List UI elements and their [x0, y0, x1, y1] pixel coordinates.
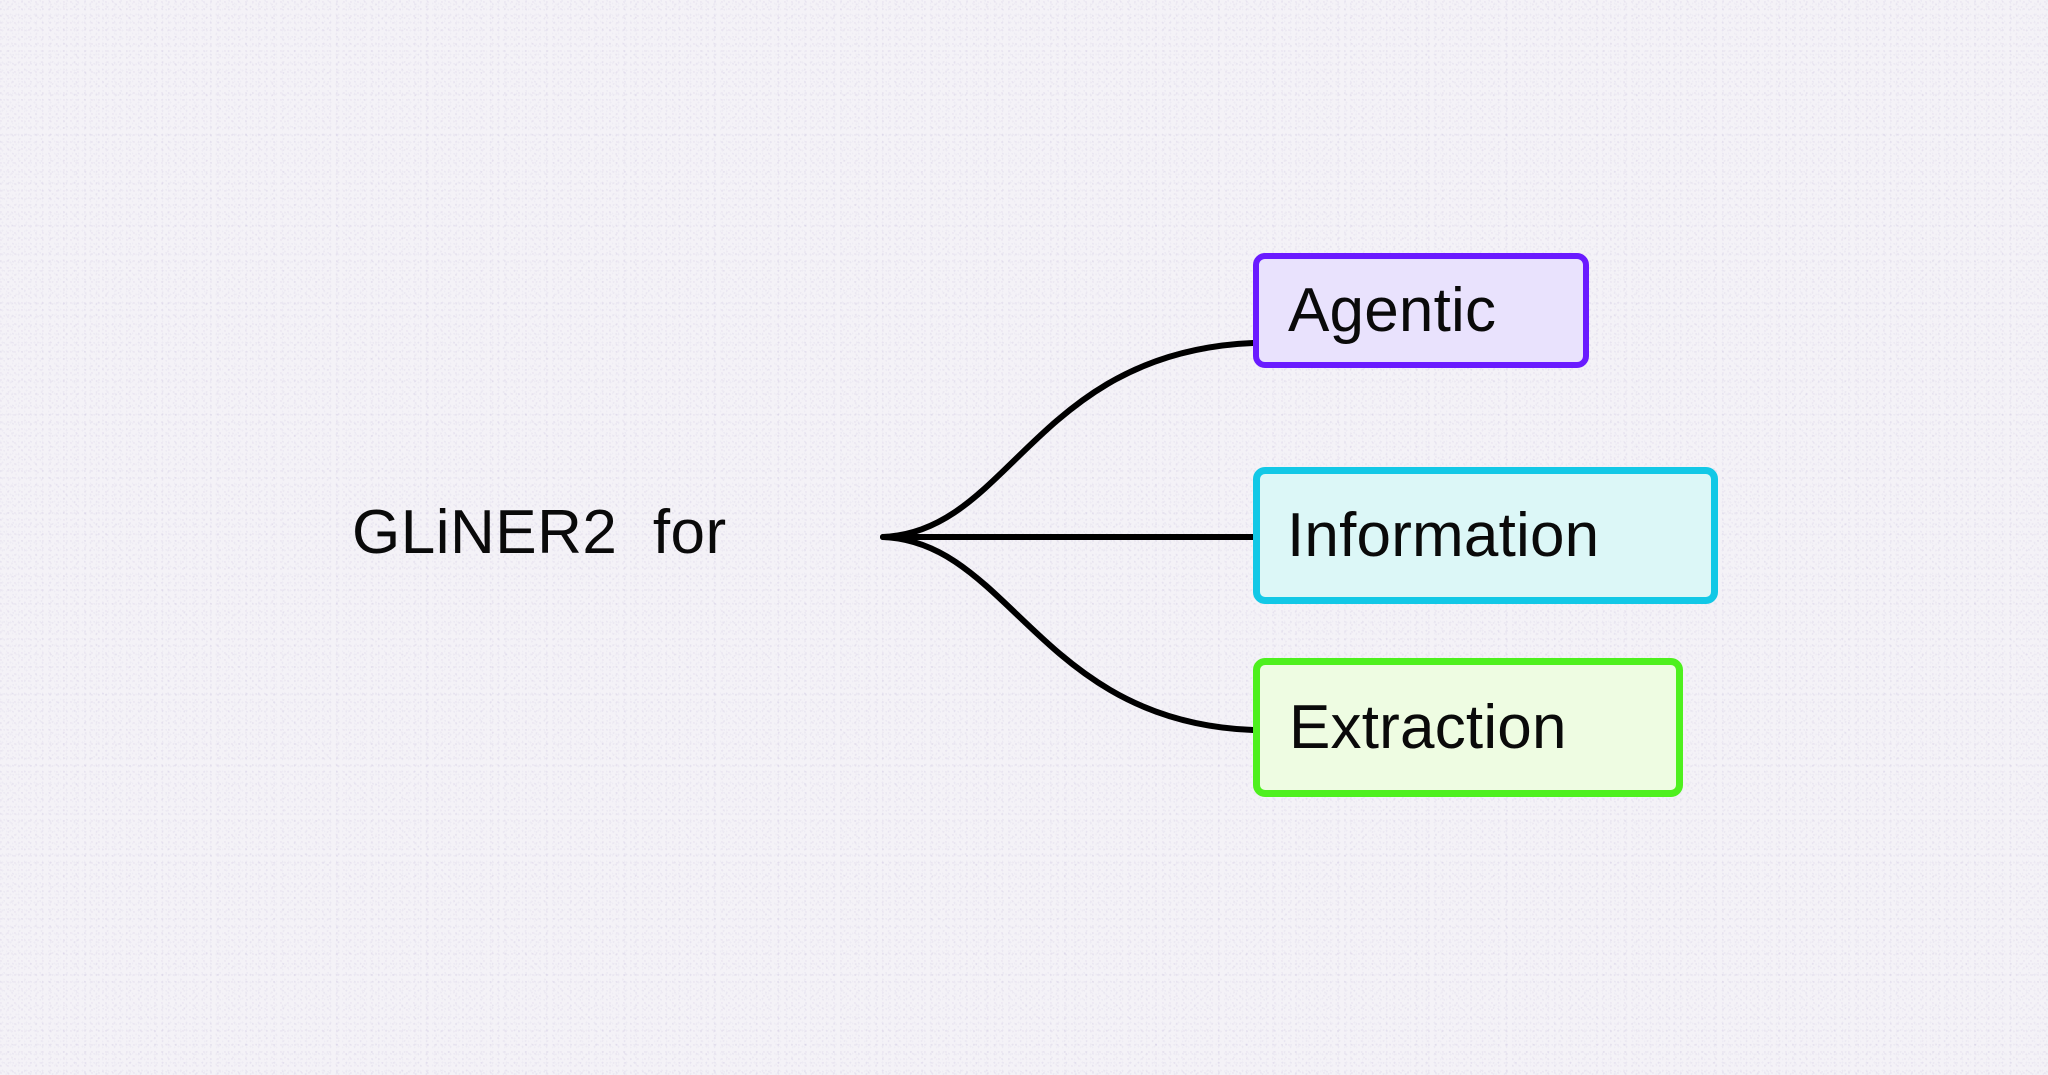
root-node-label: GLiNER2 for: [352, 498, 727, 567]
edge-root-to-extraction: [880, 534, 1256, 733]
node-extraction[interactable]: Extraction: [1253, 658, 1683, 797]
node-agentic-label: Agentic: [1288, 275, 1497, 345]
node-information-label: Information: [1287, 500, 1600, 570]
edge-root-to-agentic: [880, 340, 1256, 540]
node-agentic[interactable]: Agentic: [1253, 253, 1589, 368]
node-extraction-label: Extraction: [1289, 692, 1567, 762]
node-information[interactable]: Information: [1253, 467, 1718, 604]
